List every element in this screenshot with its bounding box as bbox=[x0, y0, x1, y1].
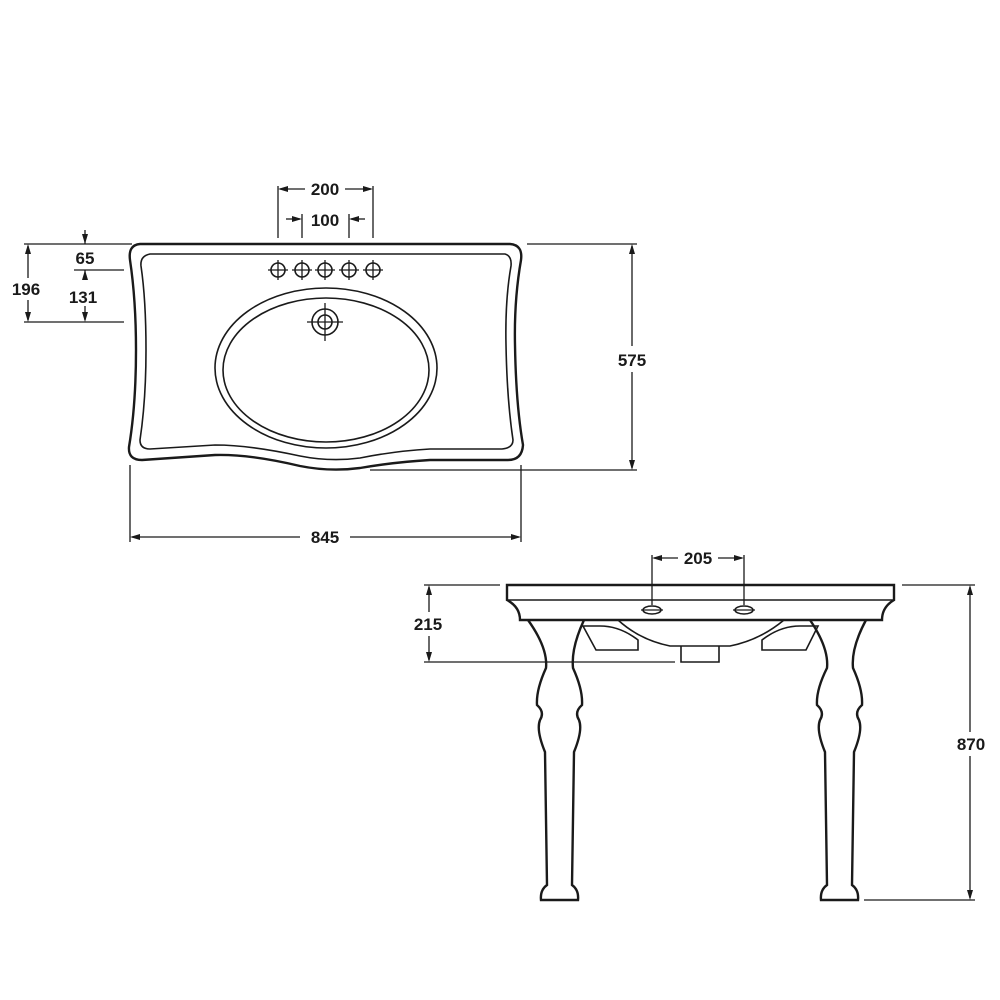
dim-label-overall-height: 870 bbox=[957, 735, 985, 754]
bracket-left bbox=[581, 625, 639, 651]
bracket-right bbox=[761, 625, 820, 651]
bowl-outer bbox=[214, 287, 438, 449]
dimension-196: 196 bbox=[12, 243, 132, 323]
basin-rim-outline bbox=[139, 253, 514, 461]
tap-hole-icon bbox=[292, 260, 312, 280]
dim-label-waste-offset: 196 bbox=[12, 280, 40, 299]
dim-label-tap-centres-inner: 100 bbox=[311, 211, 339, 230]
dim-label-bowl-offset: 131 bbox=[69, 288, 97, 307]
tap-hole-icon bbox=[268, 260, 288, 280]
leg-left bbox=[527, 619, 586, 902]
dimension-845: 845 bbox=[129, 465, 522, 547]
dimension-100: 100 bbox=[286, 210, 365, 238]
fixing-bolt-icon bbox=[733, 605, 755, 615]
dim-label-depth: 575 bbox=[618, 351, 646, 370]
dim-label-fixing-centres: 205 bbox=[684, 549, 712, 568]
dimension-131: 131 bbox=[69, 288, 97, 322]
tap-hole-icon bbox=[339, 260, 359, 280]
dimension-205: 205 bbox=[651, 548, 745, 605]
dimension-870: 870 bbox=[864, 584, 985, 901]
dim-label-tap-row-offset: 65 bbox=[76, 249, 95, 268]
dim-label-width: 845 bbox=[311, 528, 339, 547]
basin-top-outline bbox=[127, 242, 525, 471]
dimension-65: 65 bbox=[74, 230, 124, 280]
tap-hole-icon bbox=[315, 260, 335, 280]
waste-outlet bbox=[307, 303, 343, 341]
dimension-575: 575 bbox=[370, 243, 646, 471]
tap-holes bbox=[268, 260, 383, 280]
bowl-inner bbox=[222, 297, 430, 443]
fixing-bolt-icon bbox=[641, 605, 663, 615]
tap-hole-icon bbox=[363, 260, 383, 280]
plan-view: 200 100 196 bbox=[12, 178, 646, 547]
leg-right bbox=[809, 619, 868, 902]
countertop-front bbox=[505, 583, 896, 622]
dim-label-basin-height: 215 bbox=[414, 615, 442, 634]
front-view: 205 215 870 bbox=[414, 548, 985, 902]
dimension-200: 200 bbox=[277, 178, 374, 238]
dim-label-tap-centres-outer: 200 bbox=[311, 180, 339, 199]
dimension-215: 215 bbox=[414, 584, 675, 663]
bowl-underside bbox=[617, 619, 785, 647]
